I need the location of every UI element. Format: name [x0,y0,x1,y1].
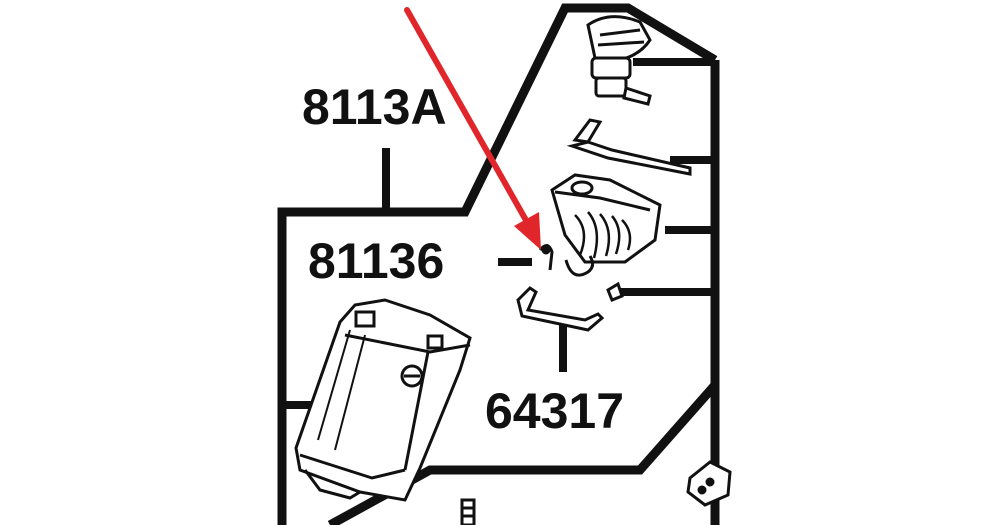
red-arrow-icon [404,7,541,250]
bulb-socket-icon [586,15,652,106]
wire-bracket-icon [566,118,692,176]
arrow-head [514,212,541,250]
part-number-bottom: 64317 [485,383,624,439]
boundary-top-left-segment [277,3,718,525]
lamp-housing-icon [550,173,662,277]
leader-lines [282,58,715,409]
small-clip-icon [538,244,554,271]
arrow-shaft [404,7,530,225]
lamp-lens-icon [294,298,472,502]
part-number-middle: 81136 [308,233,444,289]
retaining-wire-icon [516,286,605,332]
screw-fragment-icon [460,498,476,525]
end-clip-icon [606,281,624,302]
nut-fragment-icon [686,460,732,507]
part-number-top: 8113A [302,79,447,135]
